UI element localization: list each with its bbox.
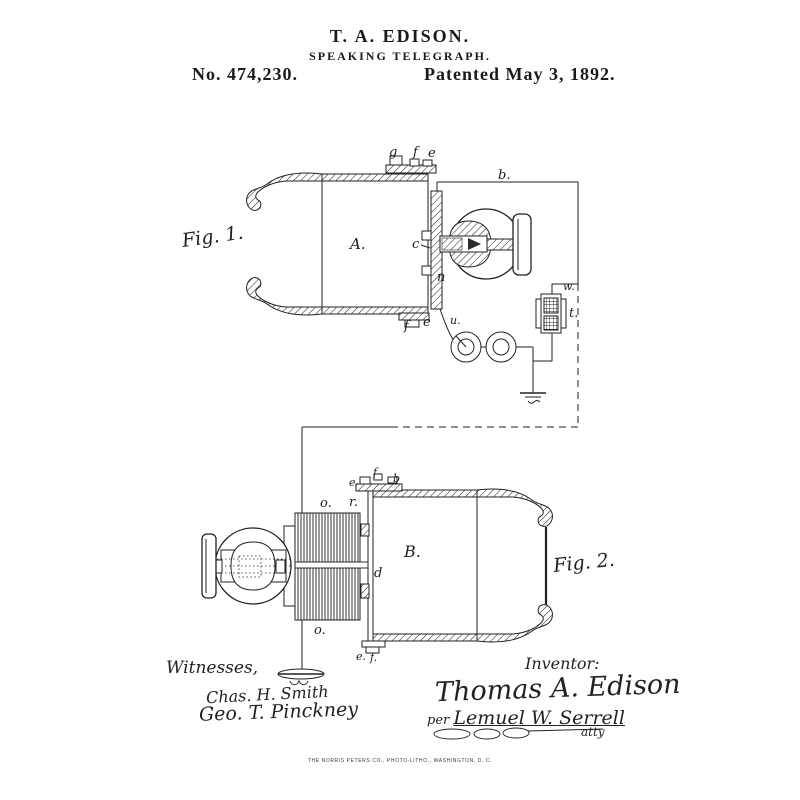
fig1-part-u: u.	[450, 314, 461, 327]
battery-cell-1-spoke	[455, 335, 467, 348]
fig2-chamber-left-wall	[367, 489, 374, 642]
fig2-diaphragm-tab-lower	[360, 583, 370, 599]
fig1-wire-to-resistance	[551, 283, 578, 294]
fig1-bottom-clamp-knob	[404, 319, 420, 328]
fig1-part-chamber: A.	[348, 235, 366, 253]
fig1-wire-plate-to-battery	[439, 308, 455, 342]
fig1-horn-bottom-wall	[246, 277, 323, 316]
fig2-part-e-bottom: e.	[356, 650, 366, 663]
patent-date: Patented May 3, 1892.	[424, 64, 616, 84]
fig2-stem-right	[275, 559, 286, 574]
fig2-chamber-bottom-wall	[367, 633, 478, 642]
fig2-bottom-clamp-bar	[361, 640, 386, 648]
fig2-coil-top	[294, 512, 361, 563]
fig2-horn-top-wall	[476, 488, 553, 527]
attorney-name: Lemuel W. Serrell	[453, 707, 625, 729]
fig1-chamber-top-wall	[321, 173, 429, 182]
fig2-part-o-bottom: o.	[314, 623, 326, 638]
fig1-adjust-disc	[512, 213, 532, 276]
ground1-squiggle	[527, 400, 541, 404]
attorney-suffix: atty	[581, 725, 605, 739]
attorney-prefix: per	[427, 713, 450, 728]
patent-applicant: T. A. EDISON.	[329, 26, 471, 46]
ground2-squiggle	[289, 679, 309, 686]
fig2-bottom-clamp-knob	[365, 646, 380, 654]
fig2-armature-bar	[286, 561, 369, 569]
fig1-resistance-side-right	[560, 298, 567, 329]
fig1-resistance-cell-top	[543, 297, 559, 314]
fig1-wire-resistance-down	[533, 332, 553, 362]
fig2-dotted-core	[238, 555, 262, 578]
fig2-part-o-top: o.	[320, 496, 332, 511]
fig1-top-screw-f	[409, 158, 420, 167]
figure2-group	[201, 473, 604, 740]
fig2-part-f-bottom: f.	[369, 651, 377, 664]
attorney-flourish	[433, 727, 604, 740]
fig1-part-e-top: e	[428, 146, 436, 161]
fig1-top-screw-e	[422, 159, 433, 167]
fig2-part-f-top: f	[372, 466, 379, 479]
litho-imprint: THE NORRIS PETERS CO., PHOTO-LITHO., WAS…	[307, 758, 493, 764]
fig2-top-clamp-bar	[355, 483, 403, 492]
fig2-top-screw-e	[359, 476, 371, 485]
patent-title: SPEAKING TELEGRAPH.	[309, 49, 491, 63]
witnesses-heading: Witnesses,	[166, 658, 259, 678]
fig1-top-screw-g	[389, 155, 403, 166]
fig1-part-w: w.	[563, 280, 575, 293]
attorney-signature: per Lemuel W. Serrell	[427, 707, 625, 729]
fig1-part-g: g	[389, 145, 397, 160]
fig1-plate-lug-lower	[421, 265, 432, 276]
fig2-ear-disc	[201, 533, 217, 599]
fig1-label-c-leader	[420, 244, 431, 249]
fig2-part-d: d	[374, 566, 382, 581]
fig2-horn-bottom-wall	[476, 604, 553, 643]
ground2-lens	[277, 668, 325, 680]
fig2-top-screw-b	[387, 476, 398, 484]
fig1-part-b: b.	[498, 168, 510, 183]
fig1-resistance-side-left	[535, 298, 542, 329]
fig1-shaft-packing	[441, 237, 463, 251]
fig1-part-f-bottom: f	[403, 319, 411, 334]
patent-number: No. 474,230.	[192, 64, 298, 84]
fig1-part-f-top: f	[412, 145, 420, 160]
fig1-shaft-core	[468, 238, 481, 250]
fig2-part-r: r.	[349, 495, 358, 510]
fig2-part-chamber: B.	[403, 542, 421, 561]
fig2-label: Fig. 2.	[551, 549, 616, 577]
fig1-horn-top-wall	[246, 172, 323, 211]
fig2-coil-bottom	[294, 567, 361, 621]
inventor-heading: Inventor:	[525, 654, 600, 673]
fig2-top-screw-f	[373, 473, 383, 481]
fig2-part-b-top: b	[393, 472, 400, 485]
fig1-label: Fig. 1.	[180, 222, 245, 253]
fig1-plate-lug-upper	[421, 230, 432, 241]
fig1-part-n: n	[437, 270, 445, 285]
fig1-part-c: c	[412, 237, 420, 252]
fig1-resistance-cell-bottom	[543, 315, 559, 331]
fig1-part-t: t.	[569, 306, 578, 321]
battery-cell-2-inner	[492, 338, 510, 356]
fig1-stem	[486, 238, 515, 251]
fig1-part-e-bottom: e	[423, 315, 431, 330]
figure1-group	[246, 155, 579, 513]
fig2-part-e-top: e	[349, 476, 356, 489]
fig2-diaphragm-tab-upper	[360, 523, 370, 537]
